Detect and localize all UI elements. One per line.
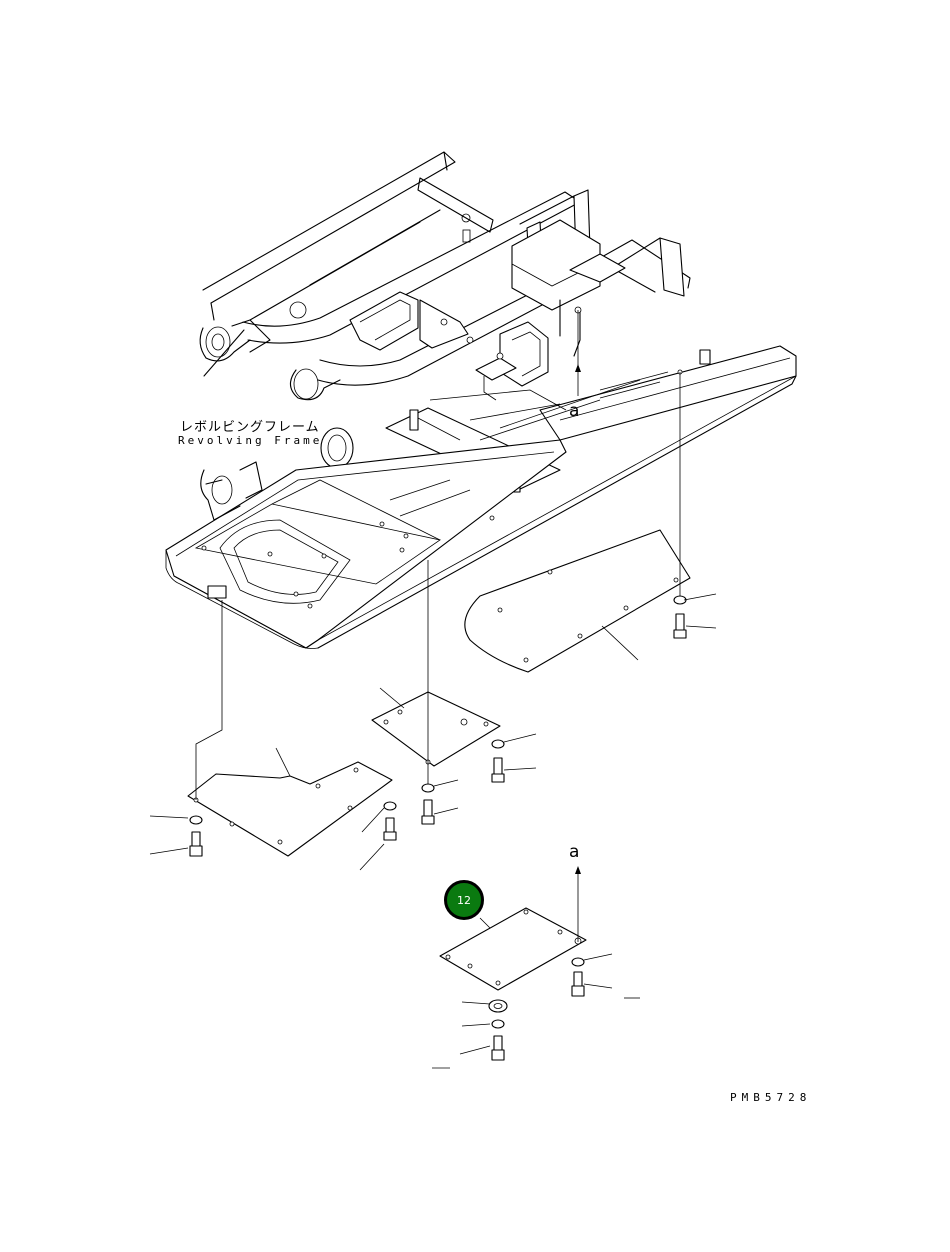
part-callout-12[interactable]: 12 xyxy=(444,880,484,920)
undercover-plates xyxy=(187,529,691,991)
part-callout-number: 12 xyxy=(457,893,471,907)
view-marker-top: a xyxy=(569,401,580,421)
view-marker-bottom: a xyxy=(569,842,580,862)
frame-label-japanese: レボルビングフレーム xyxy=(180,420,320,435)
assembly-guide-lines xyxy=(195,310,681,942)
revolving-frame-drawing xyxy=(165,151,797,649)
bolt-sets xyxy=(149,593,717,1069)
frame-label-english: Revolving Frame xyxy=(178,434,323,447)
drawing-part-code: PMB5728 xyxy=(730,1091,812,1104)
